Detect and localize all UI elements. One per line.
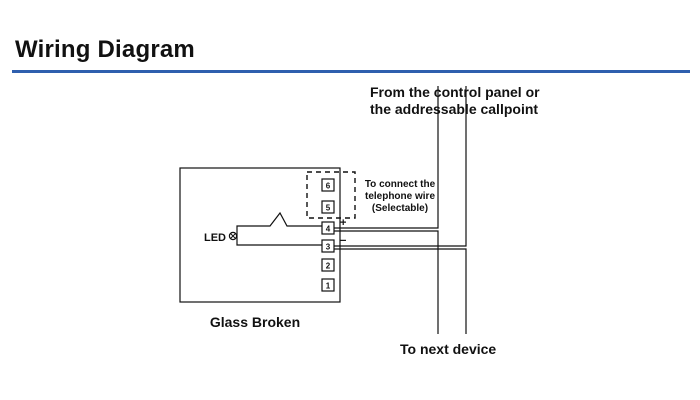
led-icon-cross-b (230, 233, 236, 239)
negative-polarity-label: − (340, 235, 346, 247)
terminal-6-label: 6 (326, 182, 331, 191)
internal-switch-wire (236, 211, 322, 236)
positive-polarity-label: + (340, 217, 346, 229)
terminal-block: 6 5 4 3 2 1 (321, 178, 335, 292)
negative-wire-to-panel (334, 86, 467, 247)
page-title: Wiring Diagram (15, 36, 195, 63)
terminal-2-label: 2 (326, 262, 331, 271)
positive-wire-to-next-device (334, 230, 439, 334)
terminal-1-label: 1 (326, 282, 331, 291)
negative-wire-to-next-device (334, 248, 467, 334)
led-label: LED (204, 232, 226, 244)
device-housing (179, 167, 341, 303)
internal-led-return-wire (236, 236, 322, 246)
source-label-line2: the addressable callpoint (370, 101, 538, 117)
selectable-label-line1: To connect the (365, 179, 436, 190)
terminal-2 (321, 258, 335, 272)
terminal-3-label: 3 (326, 243, 331, 252)
terminal-1 (321, 278, 335, 292)
selectable-label-line3: (Selectable) (372, 203, 428, 214)
terminal-5 (321, 200, 335, 214)
positive-wire-to-panel (334, 86, 439, 229)
terminal-4-label: 4 (326, 225, 331, 234)
terminal-5-label: 5 (326, 204, 331, 213)
next-device-label: To next device (400, 341, 496, 357)
selectable-terminals-box (306, 171, 356, 219)
source-label-line1: From the control panel or (370, 84, 540, 100)
title-underline (12, 70, 690, 73)
selectable-label-line2: telephone wire (365, 191, 435, 202)
device-label: Glass Broken (210, 314, 300, 330)
terminal-6 (321, 178, 335, 192)
